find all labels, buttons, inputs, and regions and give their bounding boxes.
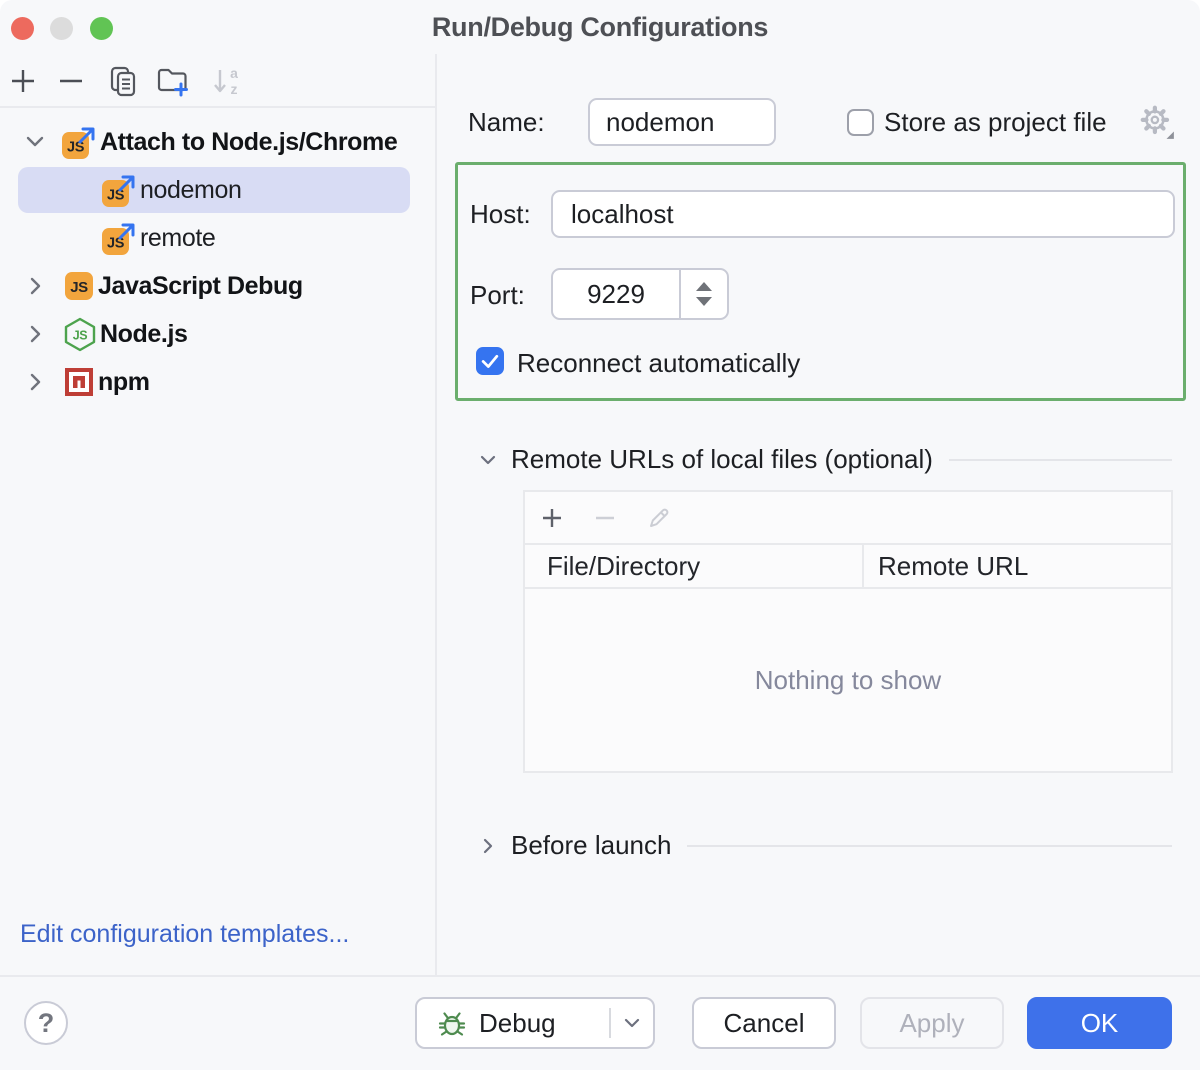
chevron-right-icon[interactable] [20, 271, 50, 301]
stepper-up-icon[interactable] [696, 282, 712, 291]
nodejs-icon: JS [62, 316, 98, 352]
stepper-down-icon[interactable] [696, 297, 712, 306]
before-launch-section-header[interactable]: Before launch [477, 830, 1172, 861]
svg-text:JS: JS [107, 236, 125, 252]
tree-item-label: npm [98, 367, 150, 396]
page-title: Run/Debug Configurations [431, 12, 769, 42]
footer-divider [0, 975, 1200, 977]
name-input[interactable]: nodemon [588, 98, 776, 146]
reconnect-automatically-checkbox[interactable] [476, 347, 504, 375]
add-mapping-button[interactable] [539, 505, 565, 531]
js-icon: JS [62, 269, 96, 303]
chevron-down-icon[interactable] [20, 127, 50, 157]
svg-text:JS: JS [70, 279, 88, 296]
tree-item-label: JavaScript Debug [98, 271, 303, 300]
store-as-project-file-label: Store as project file [884, 107, 1107, 137]
svg-text:a: a [230, 65, 238, 81]
sidebar-toolbar-divider [0, 106, 436, 108]
column-header-remote-url: Remote URL [878, 550, 1029, 581]
tree-item-nodemon[interactable]: JS nodemon [18, 167, 410, 213]
js-attach-icon: JS [60, 123, 98, 161]
port-stepper[interactable] [679, 270, 727, 318]
minus-icon [60, 79, 82, 83]
table-empty-state: Nothing to show [754, 664, 942, 695]
apply-button[interactable]: Apply [860, 997, 1004, 1049]
host-label: Host: [470, 199, 531, 229]
svg-text:z: z [231, 81, 238, 97]
port-label: Port: [470, 280, 525, 310]
svg-text:JS: JS [107, 188, 125, 204]
store-settings-button[interactable] [1138, 103, 1176, 141]
debug-button[interactable]: Debug [417, 999, 609, 1047]
tree-item-javascript-debug[interactable]: JS JavaScript Debug [0, 262, 435, 310]
remove-mapping-button[interactable] [592, 505, 618, 531]
host-input[interactable]: localhost [551, 190, 1175, 238]
svg-text:JS: JS [73, 329, 88, 343]
table-toolbar [525, 492, 1171, 545]
cancel-button[interactable]: Cancel [692, 997, 836, 1049]
edit-mapping-button[interactable] [645, 504, 673, 532]
new-folder-icon [157, 68, 188, 97]
npm-icon [62, 365, 96, 399]
debug-button-label: Debug [479, 1007, 556, 1038]
host-input-value: localhost [571, 198, 674, 229]
section-rule [687, 844, 1172, 847]
chevron-right-icon[interactable] [20, 367, 50, 397]
chevron-down-icon [624, 1018, 640, 1028]
copy-configuration-button[interactable] [106, 64, 140, 98]
tree-item-nodejs[interactable]: JS Node.js [0, 310, 435, 358]
chevron-right-icon[interactable] [20, 319, 50, 349]
before-launch-section-title: Before launch [511, 830, 672, 860]
remote-urls-section-header[interactable]: Remote URLs of local files (optional) [477, 444, 1172, 475]
remove-configuration-button[interactable] [54, 64, 88, 98]
add-configuration-button[interactable] [6, 64, 40, 98]
name-label: Name: [468, 107, 545, 137]
plus-icon [12, 70, 34, 92]
column-divider [862, 545, 864, 587]
remote-urls-section-title: Remote URLs of local files (optional) [511, 444, 933, 474]
configurations-tree: JS Attach to Node.js/Chrome JS nodemon [0, 118, 435, 406]
debug-split-button[interactable]: Debug [415, 997, 655, 1049]
sort-alphabetically-icon: a z [214, 65, 238, 97]
table-header-row: File/Directory Remote URL [525, 545, 1171, 589]
tree-item-attach-to-nodejs-chrome[interactable]: JS Attach to Node.js/Chrome [0, 118, 435, 166]
new-folder-button[interactable] [155, 64, 189, 98]
port-input[interactable]: 9229 [551, 268, 729, 320]
question-mark-icon: ? [37, 1007, 55, 1038]
tree-item-label: Attach to Node.js/Chrome [100, 127, 398, 156]
remote-urls-table: File/Directory Remote URL Nothing to sho… [523, 490, 1173, 773]
split-button-divider [609, 1008, 611, 1038]
chevron-down-icon [480, 455, 496, 464]
dropdown-corner-triangle-icon [1166, 131, 1174, 139]
sort-configurations-button[interactable]: a z [210, 64, 244, 98]
bug-icon [438, 1012, 466, 1036]
ok-button[interactable]: OK [1027, 997, 1172, 1049]
tree-item-label: nodemon [140, 175, 242, 204]
debug-options-dropdown[interactable] [611, 999, 653, 1047]
edit-configuration-templates-link[interactable]: Edit configuration templates... [20, 920, 350, 948]
port-input-value: 9229 [587, 278, 645, 309]
gear-icon [1140, 105, 1174, 139]
tree-item-label: Node.js [100, 319, 188, 348]
column-header-file-directory: File/Directory [547, 550, 701, 581]
close-button[interactable] [11, 17, 34, 40]
tree-item-label: remote [140, 223, 216, 252]
js-attach-icon: JS [100, 219, 138, 257]
store-as-project-file-checkbox[interactable] [847, 109, 874, 136]
js-attach-icon: JS [100, 171, 138, 209]
section-rule [948, 458, 1172, 461]
reconnect-automatically-label: Reconnect automatically [517, 348, 801, 378]
tree-item-remote[interactable]: JS remote [0, 214, 435, 262]
chevron-right-icon [483, 838, 493, 853]
copy-icon [110, 66, 136, 97]
checkmark-icon [481, 354, 499, 368]
help-button[interactable]: ? [24, 1001, 68, 1045]
sidebar-divider [435, 54, 437, 975]
minimize-button[interactable] [50, 17, 73, 40]
highlighted-connection-settings-group [455, 162, 1186, 401]
name-input-value: nodemon [606, 106, 715, 137]
zoom-button[interactable] [90, 17, 113, 40]
svg-text:JS: JS [67, 140, 85, 156]
tree-item-npm[interactable]: npm [0, 358, 435, 406]
